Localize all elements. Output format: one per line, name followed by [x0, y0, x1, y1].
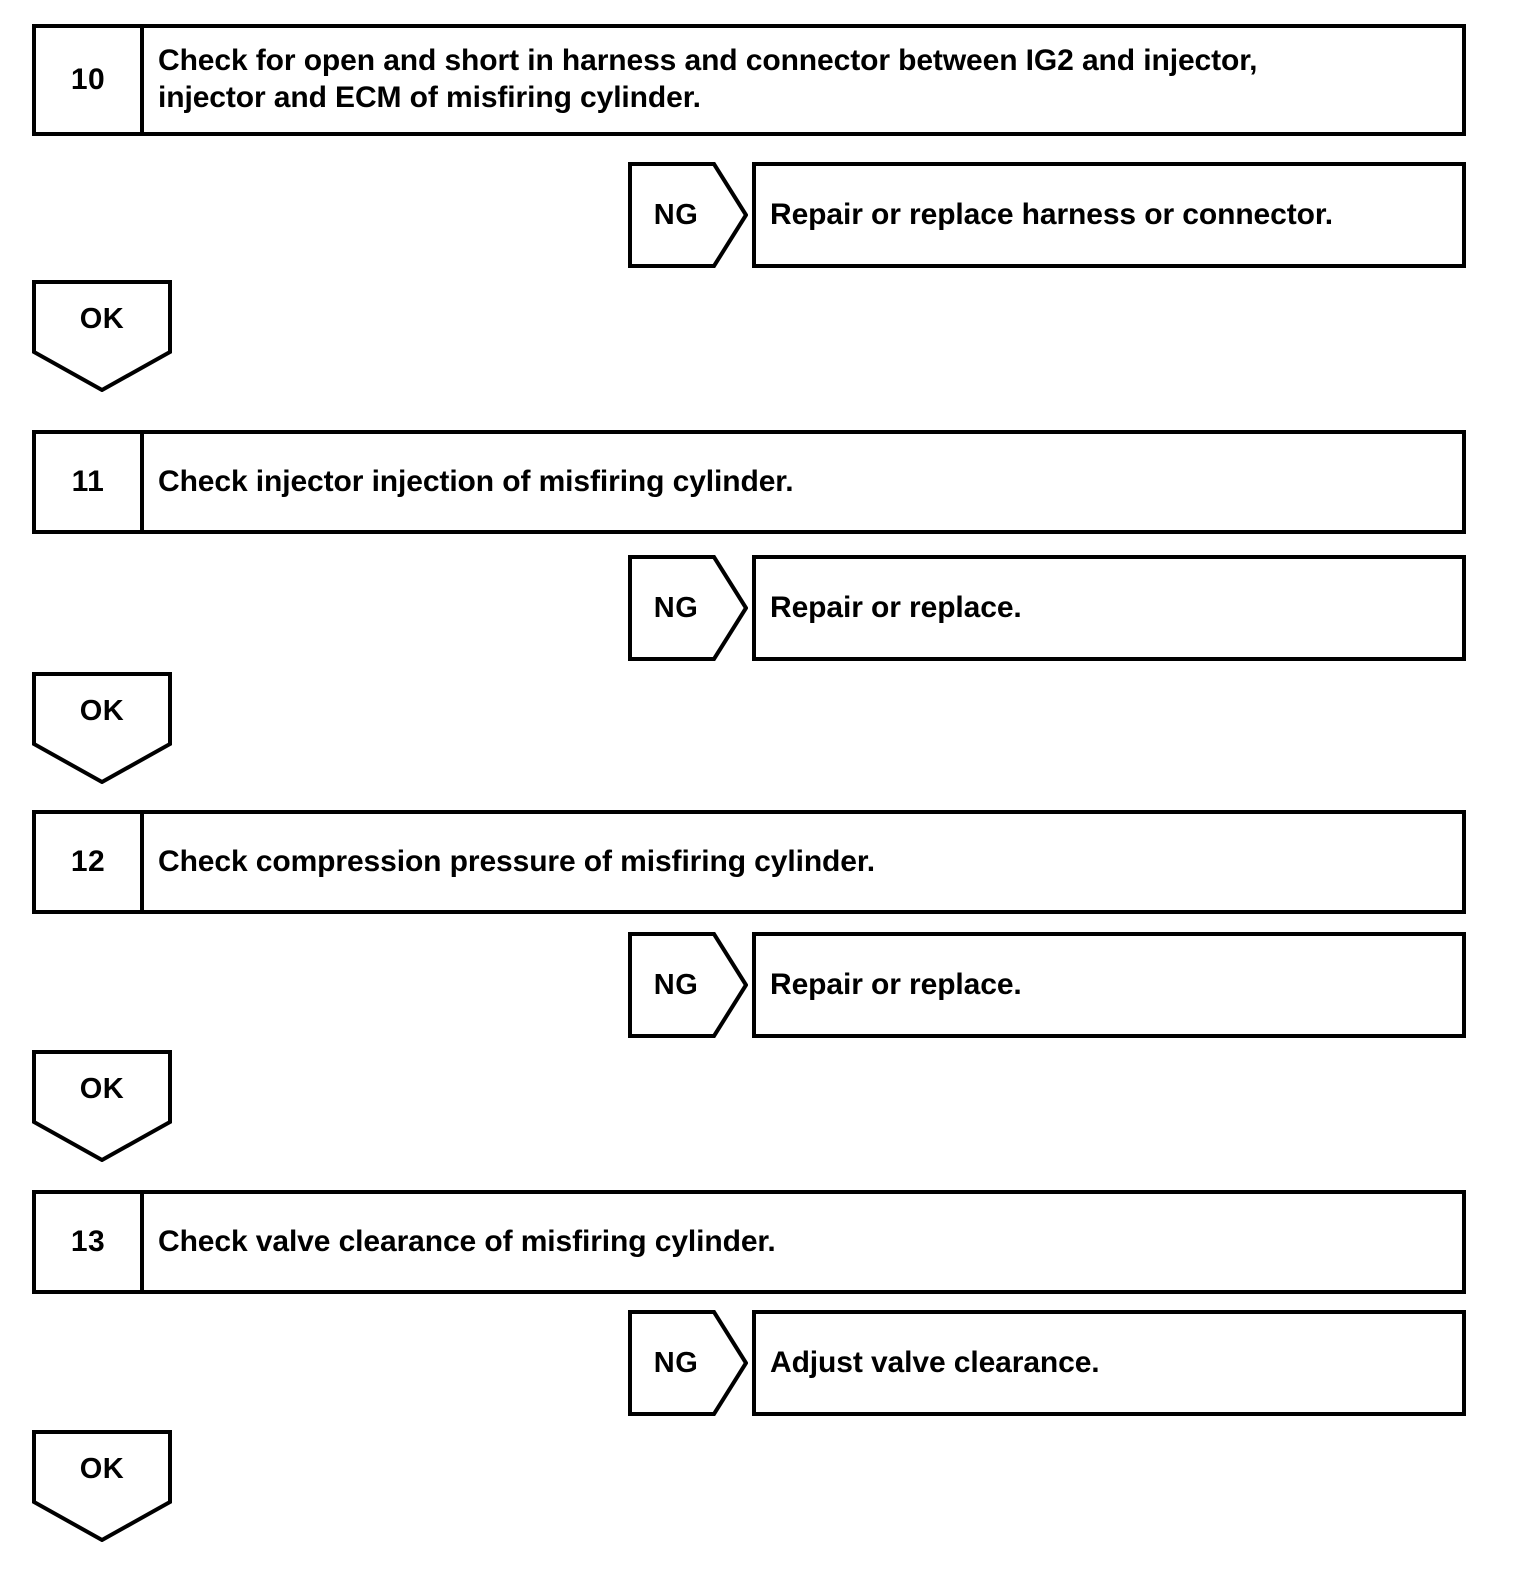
- ng-action-text-13: Adjust valve clearance.: [770, 1346, 1100, 1379]
- ng-tag-12: NG: [628, 932, 748, 1038]
- ok-tag-13: OK: [32, 1430, 172, 1542]
- ok-tag-11: OK: [32, 672, 172, 784]
- ng-label-11: NG: [653, 591, 699, 624]
- ng-tag-10: NG: [628, 162, 748, 268]
- step-number-10: 10: [36, 28, 144, 132]
- ng-label-13: NG: [653, 1346, 699, 1379]
- step-box-10[interactable]: 10 Check for open and short in harness a…: [32, 24, 1466, 136]
- step-text-10: Check for open and short in harness and …: [158, 44, 1258, 114]
- ng-tag-11: NG: [628, 555, 748, 661]
- ok-tag-12: OK: [32, 1050, 172, 1162]
- ok-tag-10: OK: [32, 280, 172, 392]
- ok-label-10: OK: [79, 302, 125, 335]
- step-number-11: 11: [36, 434, 144, 530]
- step-text-11: Check injector injection of misfiring cy…: [158, 464, 794, 498]
- ng-label-12: NG: [653, 968, 699, 1001]
- step-number-12: 12: [36, 814, 144, 910]
- step-number-13: 13: [36, 1194, 144, 1290]
- ng-action-box-12[interactable]: Repair or replace.: [752, 932, 1466, 1038]
- ng-tag-13: NG: [628, 1310, 748, 1416]
- ok-label-12: OK: [79, 1072, 125, 1105]
- ng-action-box-13[interactable]: Adjust valve clearance.: [752, 1310, 1466, 1416]
- step-text-13: Check valve clearance of misfiring cylin…: [158, 1224, 776, 1258]
- ng-action-box-10[interactable]: Repair or replace harness or connector.: [752, 162, 1466, 268]
- ng-action-text-11: Repair or replace.: [770, 591, 1022, 624]
- ng-action-text-10: Repair or replace harness or connector.: [770, 198, 1333, 231]
- step-box-11[interactable]: 11 Check injector injection of misfiring…: [32, 430, 1466, 534]
- ng-action-text-12: Repair or replace.: [770, 968, 1022, 1001]
- ok-label-13: OK: [79, 1452, 125, 1485]
- ok-label-11: OK: [79, 694, 125, 727]
- step-text-12: Check compression pressure of misfiring …: [158, 844, 876, 878]
- step-box-13[interactable]: 13 Check valve clearance of misfiring cy…: [32, 1190, 1466, 1294]
- step-box-12[interactable]: 12 Check compression pressure of misfiri…: [32, 810, 1466, 914]
- ng-label-10: NG: [653, 198, 699, 231]
- ng-action-box-11[interactable]: Repair or replace.: [752, 555, 1466, 661]
